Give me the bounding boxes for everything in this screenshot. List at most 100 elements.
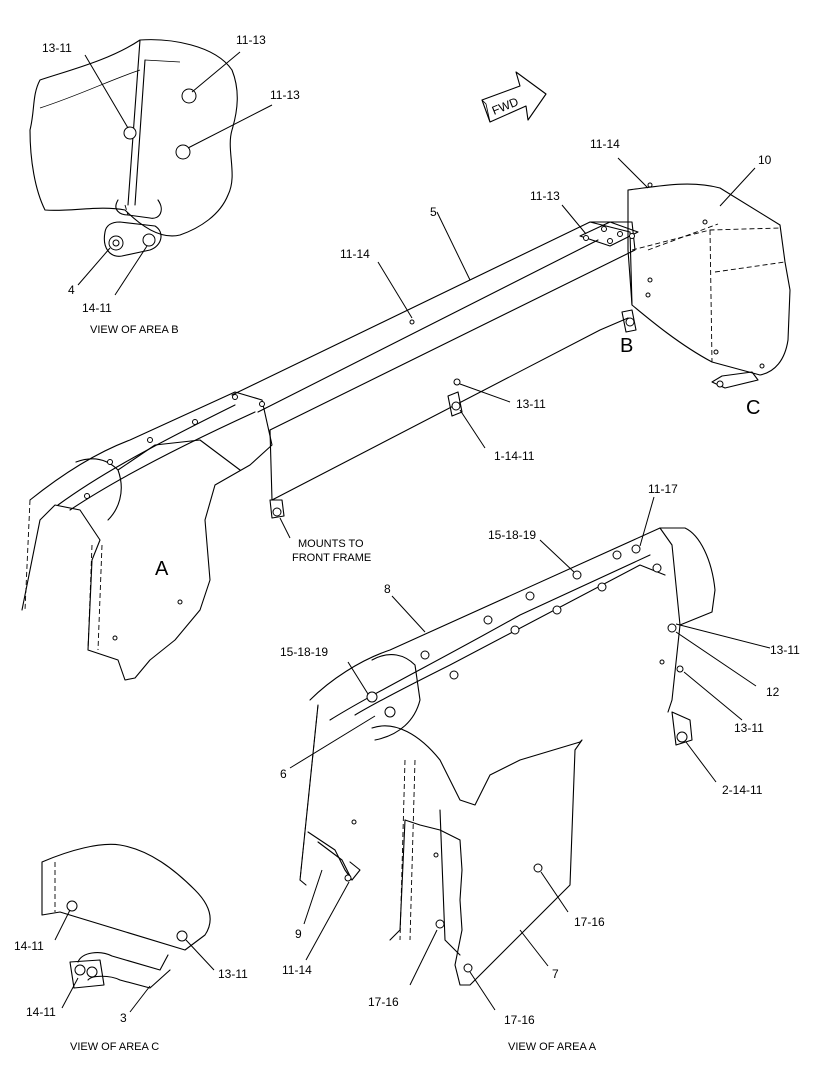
- bolt-icon: [713, 349, 719, 355]
- callout-15-18-19: 15-18-19: [280, 645, 328, 659]
- bolt-icon: [453, 378, 461, 386]
- callout-2-14-11: 2-14-11: [722, 783, 763, 797]
- bolt-icon: [647, 182, 653, 188]
- bolt-icon: [652, 563, 662, 573]
- bolt-icon: [716, 380, 724, 388]
- bolt-icon: [175, 144, 191, 160]
- callout-11-14: 11-14: [340, 247, 370, 261]
- callout-10: 10: [758, 153, 772, 167]
- caption-area-c: VIEW OF AREA C: [70, 1041, 159, 1053]
- bolt-icon: [525, 591, 535, 601]
- bolt-icon: [112, 635, 118, 641]
- callout-3: 3: [120, 1011, 127, 1025]
- area-a-marker: A: [155, 558, 169, 580]
- bolt-icon: [449, 670, 459, 680]
- bolt-icon: [647, 277, 653, 283]
- bolt-icon: [625, 317, 635, 327]
- callout-15-18-19: 15-18-19: [488, 528, 536, 542]
- callout-14-11: 14-11: [14, 939, 44, 953]
- caption-area-a: VIEW OF AREA A: [508, 1041, 597, 1053]
- bolt-icon: [483, 615, 493, 625]
- bolt-icon: [147, 437, 153, 443]
- caption-area-b: VIEW OF AREA B: [90, 324, 179, 336]
- bolt-icon: [351, 819, 357, 825]
- bolt-icon: [631, 544, 641, 554]
- callout-11-13: 11-13: [270, 88, 300, 102]
- callout-1-14-11: 1-14-11: [494, 449, 535, 463]
- bolt-icon: [192, 419, 198, 425]
- bolt-icon: [676, 665, 684, 673]
- bolt-icon: [645, 292, 651, 298]
- callout-17-16: 17-16: [368, 995, 399, 1009]
- callout-9: 9: [295, 927, 302, 941]
- bolt-icon: [66, 900, 78, 912]
- bolt-icon: [597, 582, 607, 592]
- callout-17-16: 17-16: [574, 915, 605, 929]
- callout-17-16: 17-16: [504, 1013, 535, 1027]
- area-c-view: [41, 843, 215, 1013]
- bolt-icon: [463, 963, 473, 973]
- bolt-icon: [366, 691, 378, 703]
- bolt-icon: [702, 219, 708, 225]
- bolt-icon: [510, 625, 520, 635]
- note-mounts-line1: MOUNTS TO: [298, 538, 364, 550]
- bolt-icon: [123, 126, 137, 140]
- callout-13-11: 13-11: [516, 397, 546, 411]
- callout-13-11: 13-11: [218, 967, 248, 981]
- bolt-icon: [344, 874, 352, 882]
- area-c-marker: C: [746, 397, 760, 419]
- area-b-marker: B: [620, 335, 633, 357]
- bolt-icon: [420, 650, 430, 660]
- callout-8: 8: [384, 582, 391, 596]
- callout-11-17: 11-17: [648, 482, 678, 496]
- bolt-icon: [601, 226, 607, 232]
- bolt-icon: [583, 235, 589, 241]
- callout-11-13: 11-13: [530, 189, 560, 203]
- area-a-view: [289, 496, 771, 1011]
- callout-14-11: 14-11: [82, 301, 112, 315]
- bolt-icon: [84, 493, 90, 499]
- bolt-icon: [533, 863, 543, 873]
- bolt-icon: [176, 930, 188, 942]
- bolt-icon: [659, 659, 665, 665]
- bolt-icon: [232, 394, 238, 400]
- bolt-icon: [86, 966, 98, 978]
- bolt-icon: [259, 401, 265, 407]
- callout-13-11: 13-11: [770, 643, 800, 657]
- bolt-icon: [759, 363, 765, 369]
- bolt-icon: [181, 88, 197, 104]
- callout-11-14: 11-14: [590, 137, 620, 151]
- bolt-icon: [177, 599, 183, 605]
- bolt-icon: [112, 239, 120, 247]
- bolt-icon: [107, 459, 113, 465]
- callout-7: 7: [552, 967, 559, 981]
- bolt-icon: [433, 852, 439, 858]
- callout-4: 4: [68, 283, 75, 297]
- fwd-arrow-icon: FWD: [481, 71, 547, 123]
- bolt-icon: [629, 233, 635, 239]
- bolt-icon: [451, 401, 461, 411]
- callout-13-11: 13-11: [734, 721, 764, 735]
- bolt-icon: [552, 605, 562, 615]
- callout-5: 5: [430, 205, 437, 219]
- bolt-icon: [384, 706, 396, 718]
- bolt-icon: [142, 233, 156, 247]
- bolt-icon: [409, 319, 415, 325]
- bolt-icon: [435, 919, 445, 929]
- callout-11-14: 11-14: [282, 963, 312, 977]
- bolt-icon: [74, 964, 86, 976]
- bolt-icon: [607, 238, 613, 244]
- bolt-icon: [272, 507, 282, 517]
- bolt-icon: [667, 623, 677, 633]
- main-assembly-view: [21, 157, 791, 681]
- bolt-icon: [612, 550, 622, 560]
- note-mounts-line2: FRONT FRAME: [292, 552, 371, 564]
- callout-14-11: 14-11: [26, 1005, 56, 1019]
- callout-11-13: 11-13: [236, 33, 266, 47]
- bolt-icon: [676, 731, 688, 743]
- bolt-icon: [617, 231, 623, 237]
- area-b-view: [29, 39, 273, 296]
- bolt-icon: [572, 570, 582, 580]
